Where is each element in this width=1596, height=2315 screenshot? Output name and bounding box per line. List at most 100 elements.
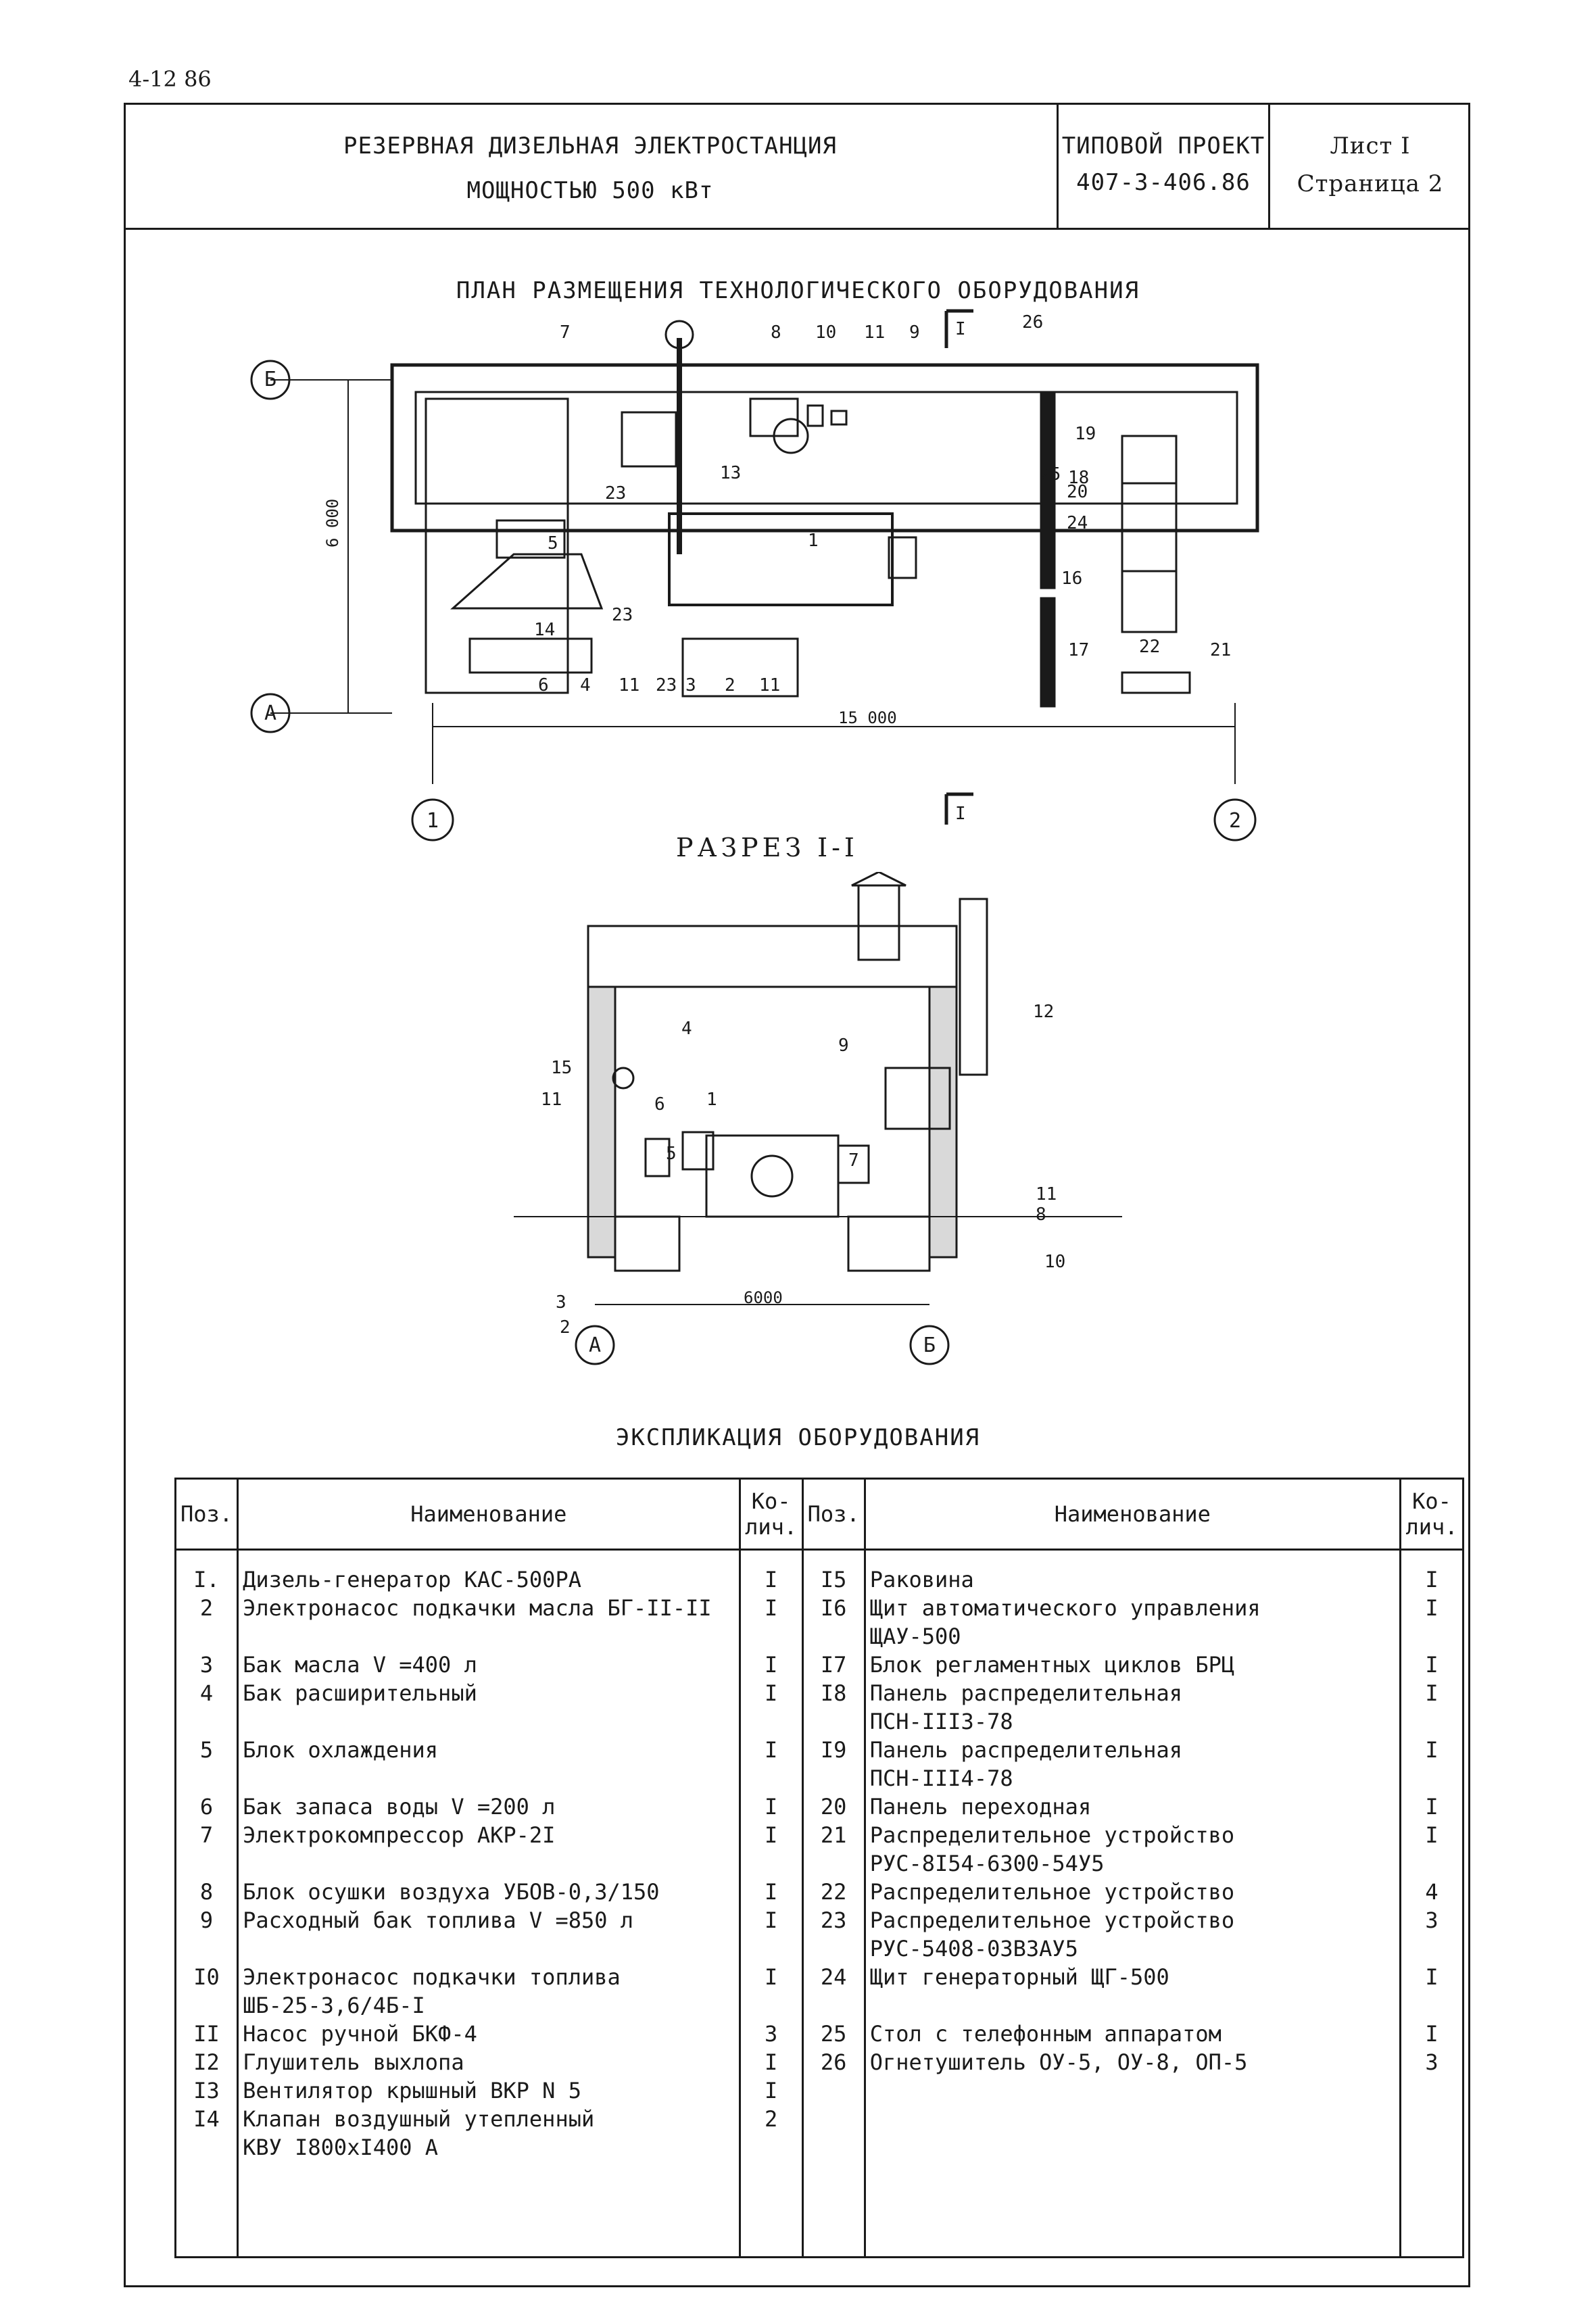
row-qty: I (738, 1594, 804, 1651)
axis-2-label: 2 (1229, 809, 1241, 833)
row-qty-2 (1399, 2076, 1465, 2105)
row-qty: I (738, 1963, 804, 2020)
callout-26: 26 (1022, 312, 1043, 333)
callout-13: 13 (720, 463, 741, 483)
left-room (425, 397, 569, 694)
row-name: Электронасос подкачки топлива ШБ-25-3,6/… (237, 1963, 741, 2020)
row-qty-2: 3 (1399, 1906, 1465, 1963)
row-name: Блок осушки воздуха УБОВ-0,3/150 (237, 1878, 741, 1906)
row-pos: I. (174, 1549, 239, 1594)
row-qty-2: I (1399, 1821, 1465, 1878)
callout-6: 6 (538, 675, 549, 696)
row-name-2: Блок регламентных циклов БРЦ (863, 1651, 1401, 1679)
callout-16: 16 (1061, 568, 1082, 589)
section-callout-3: 3 (556, 1292, 566, 1313)
building-outer-wall (390, 363, 1259, 533)
row-pos-2: I9 (801, 1736, 866, 1793)
explication-title: ЭКСПЛИКАЦИЯ ОБОРУДОВАНИЯ (615, 1424, 981, 1451)
row-name-2 (863, 2105, 1401, 2162)
row-pos-2: I7 (801, 1651, 866, 1679)
row-name-2: Распределительное устройство РУС-5408-03… (863, 1906, 1401, 1963)
row-qty-2: 3 (1399, 2048, 1465, 2076)
header-pos-2: Поз. (801, 1478, 866, 1551)
row-name-2: Распределительное устройство РУС-8I54-63… (863, 1821, 1401, 1878)
row-pos: 6 (174, 1793, 239, 1821)
header-name: Наименование (237, 1478, 741, 1551)
row-name-2: Щит автоматического управления ЩАУ-500 (863, 1594, 1401, 1651)
row-qty-2: 4 (1399, 1878, 1465, 1906)
callout-7: 7 (560, 322, 571, 343)
row-qty: I (738, 1906, 804, 1963)
explication-table: Поз. Наименование Ко- лич. Поз. Наименов… (174, 1478, 1465, 2258)
section-callout-4: 4 (681, 1019, 692, 1039)
project-label: ТИПОВОЙ ПРОЕКТ (1061, 132, 1265, 160)
row-qty: I (738, 1679, 804, 1736)
row-name: Клапан воздушный утепленный КВУ I800хI40… (237, 2105, 741, 2162)
row-qty: I (738, 2048, 804, 2076)
row-name: Глушитель выхлопа (237, 2048, 741, 2076)
row-name: Вентилятор крышный ВКР N 5 (237, 2076, 741, 2105)
cooling-block (450, 553, 604, 610)
row-pos: I3 (174, 2076, 239, 2105)
row-pos: 3 (174, 1651, 239, 1679)
section-callout-15: 15 (551, 1058, 572, 1078)
row-pos-2: I5 (801, 1549, 866, 1594)
title-divider (1057, 103, 1059, 230)
row-qty: I (738, 1651, 804, 1679)
section-callout-9: 9 (838, 1035, 849, 1056)
fuel-tank (884, 1067, 951, 1130)
row-qty: 3 (738, 2020, 804, 2048)
row-pos: 8 (174, 1878, 239, 1906)
callout-1: 1 (808, 531, 819, 551)
axis-b-marker (250, 360, 291, 400)
axis-a-label: А (264, 702, 276, 725)
section-callout-6: 6 (654, 1094, 665, 1115)
row-qty-2 (1399, 2105, 1465, 2162)
axis-b-label: Б (264, 368, 276, 391)
plan-height-dimension: 6 000 (323, 499, 342, 547)
header-qty-2: Ко- лич. (1399, 1478, 1465, 1551)
row-pos-2: 20 (801, 1793, 866, 1821)
section-axis-a-marker (575, 1325, 615, 1365)
equipment-layout-plan: Б А 1 2 6 000 15 000 I I 1 2 3 4 5 6 7 8… (250, 309, 1259, 842)
row-qty: 2 (738, 2105, 804, 2162)
row-qty-2: I (1399, 1736, 1465, 1793)
section-callout-11b: 11 (1036, 1184, 1057, 1204)
callout-2: 2 (725, 675, 735, 696)
callout-24: 24 (1067, 513, 1088, 533)
callout-17: 17 (1068, 640, 1089, 660)
section-axis-a-label: А (589, 1334, 601, 1357)
axis-a-marker (250, 693, 291, 733)
row-name-2 (863, 2076, 1401, 2105)
axis-1-label: 1 (427, 809, 439, 833)
row-qty-2: I (1399, 1679, 1465, 1736)
callout-10: 10 (815, 322, 836, 343)
row-pos-2: 24 (801, 1963, 866, 2020)
row-name: Электронасос подкачки масла БГ-II-II (237, 1594, 741, 1651)
row-pos-2 (801, 2076, 866, 2105)
row-name-2: Раковина (863, 1549, 1401, 1594)
section-mark-top: I (955, 319, 966, 339)
row-name-2: Огнетушитель ОУ-5, ОУ-8, ОП-5 (863, 2048, 1401, 2076)
right-wall (928, 985, 958, 1259)
row-pos: II (174, 2020, 239, 2048)
callout-11a: 11 (864, 322, 885, 343)
exhaust-chimney (857, 884, 900, 961)
axis-2-marker (1213, 798, 1257, 842)
header-name-2: Наименование (863, 1478, 1401, 1551)
row-name: Бак запаса воды V =200 л (237, 1793, 741, 1821)
row-qty-2: I (1399, 1651, 1465, 1679)
sheet-number: Лист I (1330, 132, 1411, 160)
row-name: Бак масла V =400 л (237, 1651, 741, 1679)
pit-left (614, 1215, 681, 1272)
building-inner-wall (414, 391, 1238, 505)
row-name-2: Щит генераторный ЩГ-500 (863, 1963, 1401, 2020)
